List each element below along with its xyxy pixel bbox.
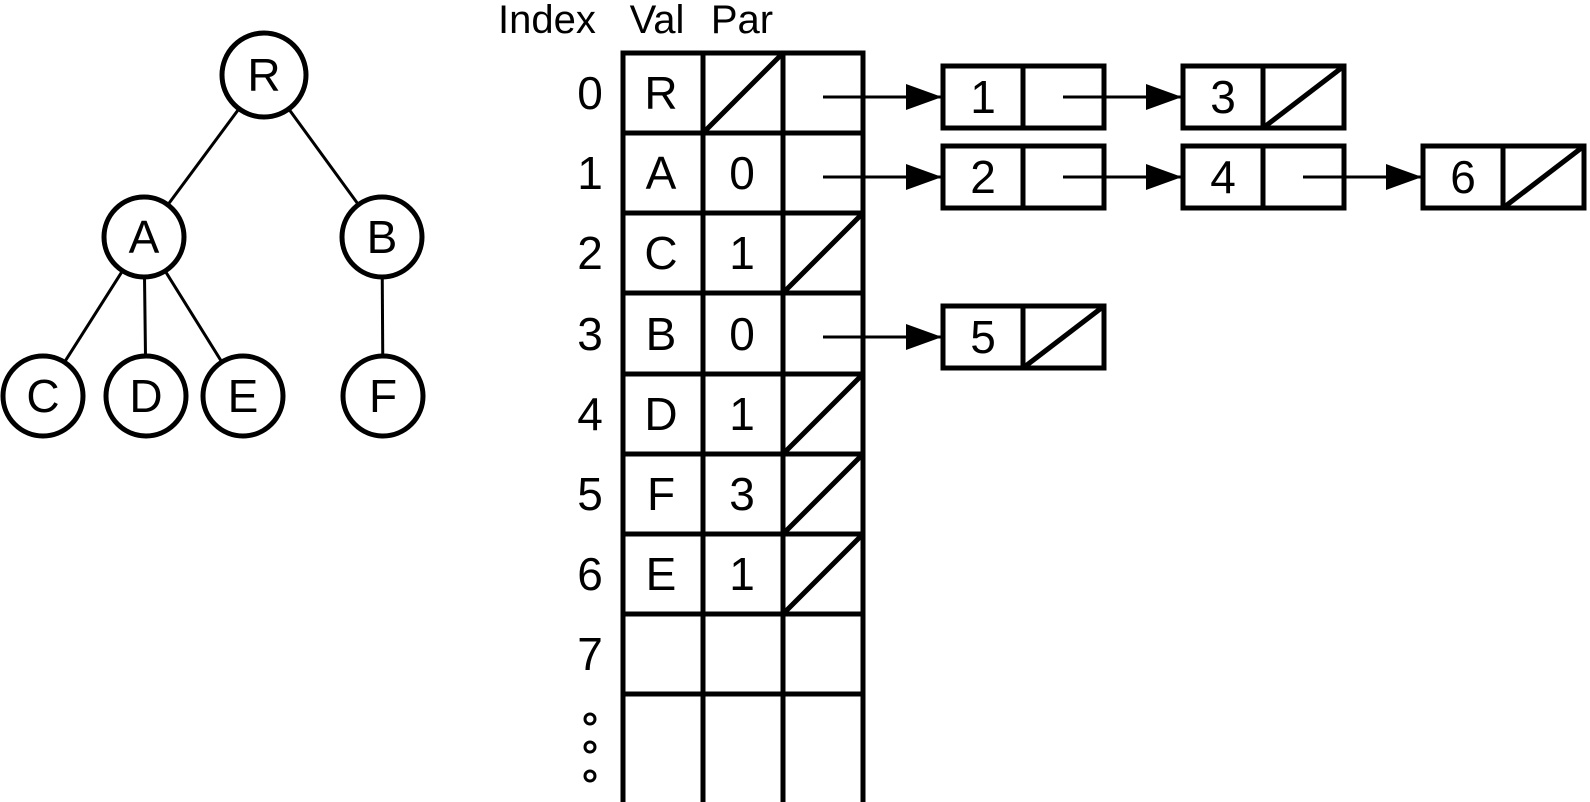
child-list-row-3: 5: [940, 303, 1107, 371]
par-cell-3: 0: [729, 308, 755, 360]
val-cell-4: D: [644, 388, 677, 440]
val-cell-0: R: [644, 67, 677, 119]
val-cell-5: F: [647, 468, 675, 520]
par-null-slash-0: [701, 51, 785, 135]
par-cell-2: 1: [729, 227, 755, 279]
index-label-1: 1: [577, 147, 603, 199]
index-label-3: 3: [577, 308, 603, 360]
null-slash: [1021, 304, 1106, 370]
val-cell-2: C: [644, 227, 677, 279]
index-label-5: 5: [577, 468, 603, 520]
val-cell-1: A: [646, 147, 677, 199]
child-pointer-column: [781, 84, 942, 616]
ellipsis-dot-1: [583, 712, 597, 726]
null-slash: [1501, 144, 1586, 210]
val-cell-6: E: [646, 548, 677, 600]
child-null-slash-5: [781, 452, 865, 536]
ellipsis-dot-2: [583, 740, 597, 754]
tree-node-circle-F: [340, 353, 426, 439]
null-slash: [1261, 64, 1346, 130]
list-node-value: 4: [1210, 151, 1236, 203]
tree-node-label-C: C: [26, 370, 59, 422]
ellipsis-dot-3: [583, 769, 597, 783]
child-null-slash-6: [781, 532, 865, 616]
list-node-value: 5: [970, 311, 996, 363]
tree-node-circle-D: [103, 353, 189, 439]
tree-node-label-R: R: [247, 49, 280, 101]
index-label-6: 6: [577, 548, 603, 600]
tree-node-circle-A: [101, 194, 187, 280]
par-cell-6: 1: [729, 548, 755, 600]
tree-node-label-E: E: [228, 370, 259, 422]
tree-edges: [41, 74, 385, 397]
ellipsis-dots: [583, 712, 597, 783]
index-label-2: 2: [577, 227, 603, 279]
list-node-value: 1: [970, 71, 996, 123]
tree-node-label-D: D: [129, 370, 162, 422]
index-label-0: 0: [577, 67, 603, 119]
list-node-value: 3: [1210, 71, 1236, 123]
tree-node-circle-B: [339, 194, 425, 280]
tree-diagram: R A B C D E F: [0, 30, 426, 439]
list-node-value: 6: [1450, 151, 1476, 203]
par-cell-1: 0: [729, 147, 755, 199]
index-column: 0 1 2 3 4 5 6 7: [577, 67, 603, 680]
tree-node-label-A: A: [129, 211, 160, 263]
child-null-slash-2: [781, 211, 865, 295]
list-node-value: 2: [970, 151, 996, 203]
par-column: 0 1 0 1 3 1: [701, 51, 785, 600]
tree-node-label-F: F: [369, 370, 397, 422]
column-headers: Index Val Par: [498, 0, 773, 42]
tree-node-circle-R: [219, 30, 309, 120]
index-label-7: 7: [577, 628, 603, 680]
array-table: 0 1 2 3 4 5 6 7 R A C B D F E 0 1 0 1 3 …: [577, 50, 942, 802]
val-column: R A C B D F E: [644, 67, 677, 600]
val-cell-3: B: [646, 308, 677, 360]
par-cell-5: 3: [729, 468, 755, 520]
tree-node-labels: R A B C D E F: [26, 49, 397, 422]
child-list-row-0: 1 3: [940, 63, 1347, 131]
child-list-row-1: 2 4 6: [940, 143, 1587, 211]
col-header-index: Index: [498, 0, 596, 42]
col-header-val: Val: [630, 0, 685, 42]
index-label-4: 4: [577, 388, 603, 440]
tree-node-circles: [0, 30, 426, 439]
child-null-slash-4: [781, 372, 865, 456]
table-grid: [620, 50, 866, 802]
tree-node-label-B: B: [367, 211, 398, 263]
col-header-par: Par: [711, 0, 773, 42]
tree-node-circle-E: [200, 353, 286, 439]
tree-node-circle-C: [0, 353, 86, 439]
par-cell-4: 1: [729, 388, 755, 440]
